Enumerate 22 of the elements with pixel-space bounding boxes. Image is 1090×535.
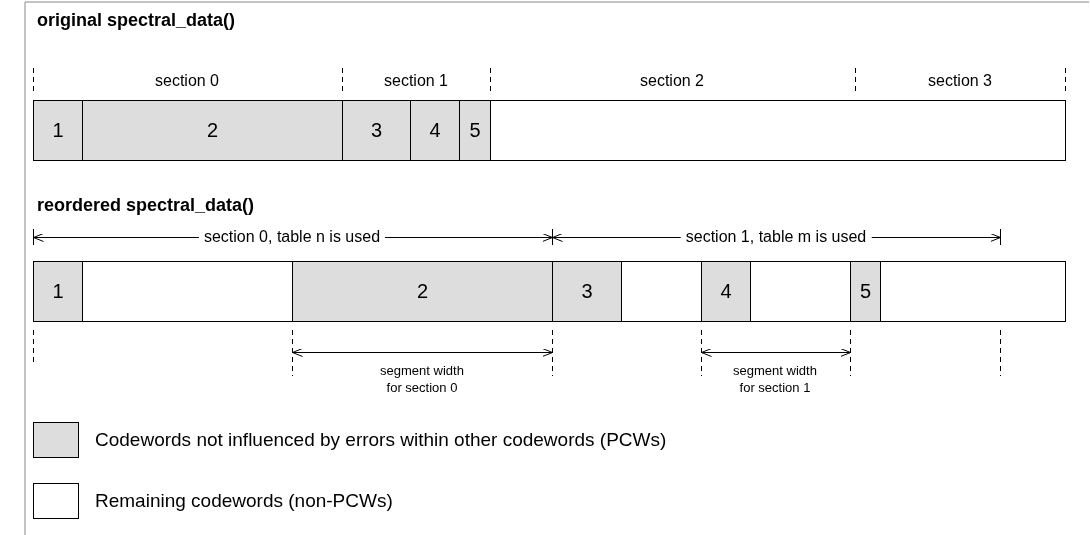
section-label: section 2 xyxy=(640,72,704,90)
legend-text: Codewords not influenced by errors within other codewords (PCWs) xyxy=(95,429,667,451)
codeword-box: 1 xyxy=(33,100,83,161)
codeword-box: 2 xyxy=(292,261,553,322)
codeword-box: 5 xyxy=(850,261,881,322)
section-label: section 0 xyxy=(155,72,219,90)
codeword-box: 5 xyxy=(459,100,491,161)
section-label: section 3 xyxy=(928,72,992,90)
codeword-box: 4 xyxy=(701,261,751,322)
codeword-box: 3 xyxy=(342,100,411,161)
codeword-box: 4 xyxy=(410,100,460,161)
section-label: segment width for section 0 xyxy=(379,362,465,396)
codeword-box: 2 xyxy=(82,100,343,161)
section-label: segment width for section 1 xyxy=(732,362,818,396)
legend-text: Remaining codewords (non-PCWs) xyxy=(95,490,393,512)
codeword-box: 3 xyxy=(552,261,622,322)
dimension-label: section 0, table n is used xyxy=(198,228,386,246)
heading: reordered spectral_data() xyxy=(37,195,255,216)
dimension-label: section 1, table m is used xyxy=(680,228,872,246)
section-label: section 1 xyxy=(384,72,448,90)
codeword-box: 1 xyxy=(33,261,83,322)
heading: original spectral_data() xyxy=(37,10,236,31)
